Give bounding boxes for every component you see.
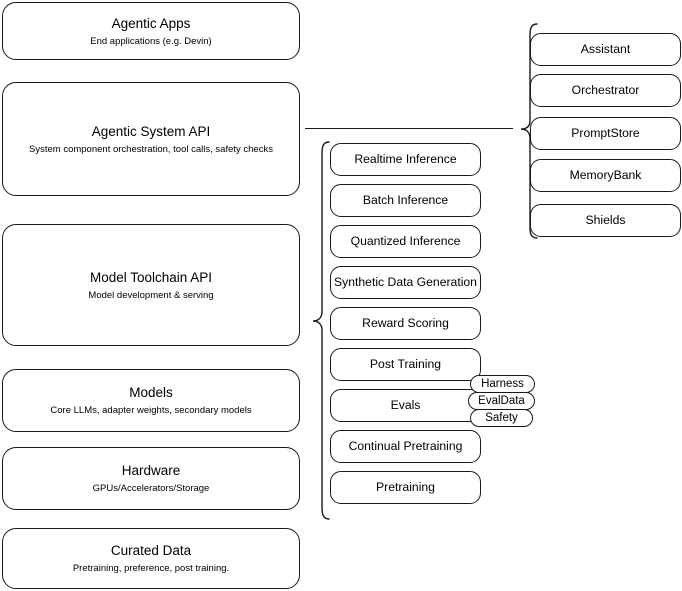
evals-pill-safety[interactable]: Safety [470, 409, 533, 427]
evals-pill-label: Harness [481, 377, 524, 390]
component-label: Assistant [580, 42, 631, 56]
evals-pill-evaldata[interactable]: EvalData [468, 392, 535, 410]
layer-box-agentic-system-api[interactable]: Agentic System API System component orch… [2, 82, 300, 196]
layer-subtitle: Model development & serving [88, 289, 214, 301]
layer-subtitle: Core LLMs, adapter weights, secondary mo… [50, 405, 252, 416]
capability-label: Quantized Inference [350, 234, 461, 248]
component-box-memorybank[interactable]: MemoryBank [530, 159, 681, 192]
capability-label: Synthetic Data Generation [334, 275, 477, 289]
component-label: Orchestrator [571, 83, 640, 97]
layer-box-curated-data[interactable]: Curated Data Pretraining, preference, po… [2, 528, 300, 589]
component-box-assistant[interactable]: Assistant [530, 33, 681, 66]
capability-label: Evals [390, 398, 421, 412]
layer-title: Curated Data [110, 543, 192, 558]
bracket-model-toolchain [304, 140, 330, 522]
layer-title: Models [129, 385, 173, 400]
capability-box-synthetic-data-generation[interactable]: Synthetic Data Generation [330, 266, 481, 299]
evals-pill-harness[interactable]: Harness [470, 375, 535, 393]
layer-title: Hardware [121, 463, 181, 478]
capability-box-post-training[interactable]: Post Training [330, 348, 481, 381]
capability-box-continual-pretraining[interactable]: Continual Pretraining [330, 430, 481, 463]
component-label: Shields [585, 213, 626, 227]
capability-label: Realtime Inference [354, 152, 457, 166]
capability-label: Pretraining [376, 480, 435, 494]
capability-box-realtime-inference[interactable]: Realtime Inference [330, 143, 481, 176]
capability-label: Continual Pretraining [348, 439, 463, 453]
layer-box-model-toolchain-api[interactable]: Model Toolchain API Model development & … [2, 224, 300, 346]
layer-box-hardware[interactable]: Hardware GPUs/Accelerators/Storage [2, 447, 300, 510]
layer-subtitle: End applications (e.g. Devin) [90, 35, 212, 47]
evals-pill-label: Safety [485, 411, 518, 424]
component-label: PromptStore [571, 126, 640, 140]
capability-box-pretraining[interactable]: Pretraining [330, 471, 481, 504]
capability-box-quantized-inference[interactable]: Quantized Inference [330, 225, 481, 258]
capability-box-reward-scoring[interactable]: Reward Scoring [330, 307, 481, 340]
capability-label: Batch Inference [362, 193, 449, 207]
connector-line-agentic-system-api [305, 128, 513, 130]
layer-subtitle: Pretraining, preference, post training. [72, 563, 230, 574]
layer-box-agentic-apps[interactable]: Agentic Apps End applications (e.g. Devi… [2, 2, 300, 60]
capability-label: Post Training [369, 357, 442, 371]
capability-box-evals[interactable]: Evals [330, 389, 481, 422]
capability-label: Reward Scoring [362, 316, 449, 330]
layer-title: Agentic System API [91, 123, 211, 139]
evals-pill-label: EvalData [478, 394, 525, 407]
layer-subtitle: GPUs/Accelerators/Storage [92, 483, 210, 494]
component-box-promptstore[interactable]: PromptStore [530, 117, 681, 150]
layer-subtitle: System component orchestration, tool cal… [29, 143, 273, 155]
capability-box-batch-inference[interactable]: Batch Inference [330, 184, 481, 217]
layer-title: Agentic Apps [111, 15, 191, 31]
layer-box-models[interactable]: Models Core LLMs, adapter weights, secon… [2, 369, 300, 432]
component-label: MemoryBank [569, 168, 642, 182]
component-box-orchestrator[interactable]: Orchestrator [530, 74, 681, 107]
layer-title: Model Toolchain API [89, 269, 213, 285]
component-box-shields[interactable]: Shields [530, 204, 681, 237]
